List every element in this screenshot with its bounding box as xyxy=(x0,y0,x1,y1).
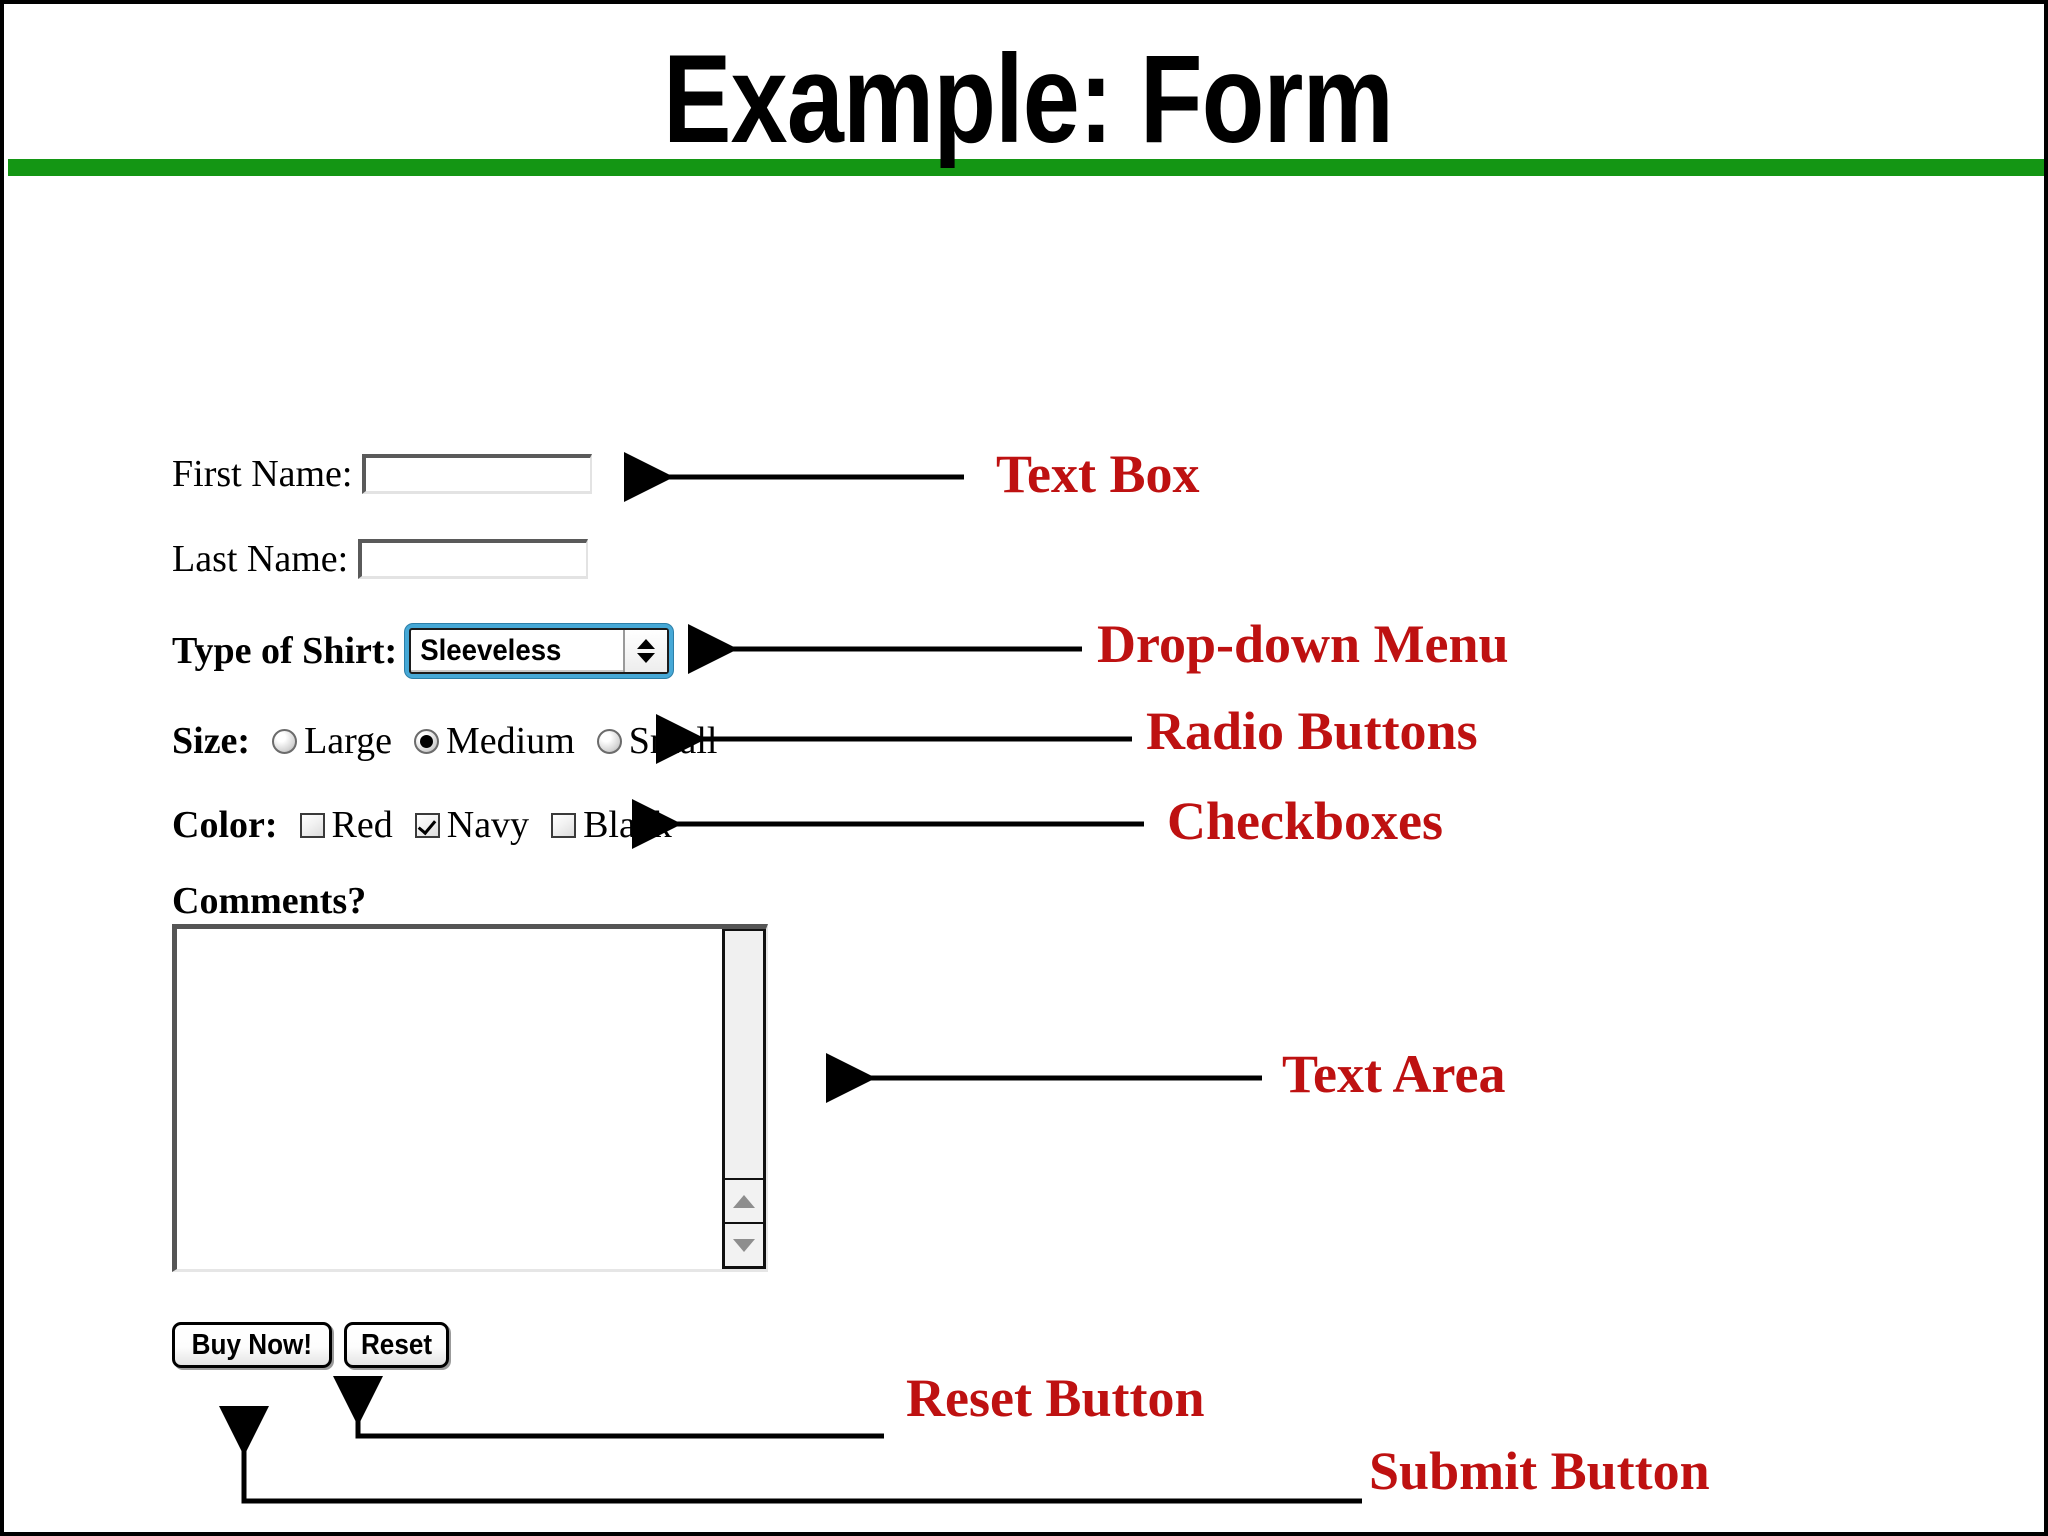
form-buttons: Buy Now! Reset xyxy=(172,1322,449,1368)
checkbox-label-red: Red xyxy=(331,804,393,846)
arrow-up-icon xyxy=(733,1194,755,1208)
radio-option-medium[interactable]: Medium xyxy=(414,722,575,760)
annotation-drop-down-menu: Drop-down Menu xyxy=(1097,614,1509,674)
radio-label-medium: Medium xyxy=(446,720,575,762)
arrow-down-icon xyxy=(733,1238,755,1252)
scrollbar-track[interactable] xyxy=(725,931,763,1178)
submit-button-label: Buy Now! xyxy=(191,1328,313,1361)
reset-button[interactable]: Reset xyxy=(343,1322,449,1368)
color-checkbox-group: Color: Red Navy Black xyxy=(172,806,672,844)
scroll-up-button[interactable] xyxy=(725,1178,763,1222)
shirt-row: Type of Shirt: Sleeveless xyxy=(172,624,674,678)
radio-label-large: Large xyxy=(304,720,392,762)
comments-textarea[interactable] xyxy=(172,924,768,1272)
annotation-text-box: Text Box xyxy=(996,444,1200,504)
size-radio-group: Size: Large Medium Small xyxy=(172,722,717,760)
checkbox-option-red[interactable]: Red xyxy=(299,804,393,846)
shirt-dropdown-value: Sleeveless xyxy=(420,634,562,667)
radio-icon-large[interactable] xyxy=(272,728,298,754)
size-label: Size: xyxy=(172,720,251,762)
first-name-row: First Name: xyxy=(172,453,593,495)
radio-option-large[interactable]: Large xyxy=(272,722,392,760)
annotation-checkboxes: Checkboxes xyxy=(1167,791,1444,851)
first-name-label: First Name: xyxy=(172,453,353,495)
updown-stepper-icon[interactable] xyxy=(623,630,668,672)
shirt-dropdown[interactable]: Sleeveless xyxy=(409,628,670,674)
last-name-row: Last Name: xyxy=(172,538,589,580)
page-title: Example: Form xyxy=(663,30,1394,169)
radio-label-small: Small xyxy=(628,720,718,762)
checkbox-icon-red[interactable] xyxy=(299,812,325,838)
checkbox-option-navy[interactable]: Navy xyxy=(414,804,530,846)
radio-option-small[interactable]: Small xyxy=(596,720,718,762)
chevron-down-icon xyxy=(637,653,656,663)
color-label: Color: xyxy=(172,804,278,846)
chevron-up-icon xyxy=(637,639,656,649)
textarea-scrollbar[interactable] xyxy=(722,929,766,1269)
checkbox-label-black: Black xyxy=(583,804,672,846)
checkbox-option-black[interactable]: Black xyxy=(551,806,672,844)
annotation-radio-buttons: Radio Buttons xyxy=(1146,701,1478,761)
checkbox-icon-navy[interactable] xyxy=(414,812,440,838)
comments-textarea-field[interactable] xyxy=(177,929,716,1269)
checkbox-icon-black[interactable] xyxy=(551,812,577,838)
annotation-submit-button: Submit Button xyxy=(1369,1441,1710,1501)
annotation-reset-button: Reset Button xyxy=(906,1368,1205,1428)
annotation-text-area: Text Area xyxy=(1282,1044,1506,1104)
last-name-textbox[interactable] xyxy=(358,539,589,579)
radio-icon-medium[interactable] xyxy=(414,728,439,754)
comments-label: Comments? xyxy=(172,880,367,922)
last-name-label: Last Name: xyxy=(172,538,349,580)
shirt-label: Type of Shirt: xyxy=(172,630,398,672)
title-underline-rule xyxy=(8,159,2044,176)
reset-button-label: Reset xyxy=(360,1328,432,1361)
submit-button[interactable]: Buy Now! xyxy=(172,1322,332,1368)
checkbox-label-navy: Navy xyxy=(446,804,530,846)
comments-row: Comments? xyxy=(172,882,366,920)
first-name-textbox[interactable] xyxy=(362,454,593,494)
scroll-down-button[interactable] xyxy=(725,1222,763,1266)
form-mockup: First Name: Last Name: Type of Shirt: Sl… xyxy=(4,4,2044,1532)
radio-icon-small[interactable] xyxy=(596,728,622,754)
shirt-dropdown-focus-ring: Sleeveless xyxy=(405,624,674,678)
